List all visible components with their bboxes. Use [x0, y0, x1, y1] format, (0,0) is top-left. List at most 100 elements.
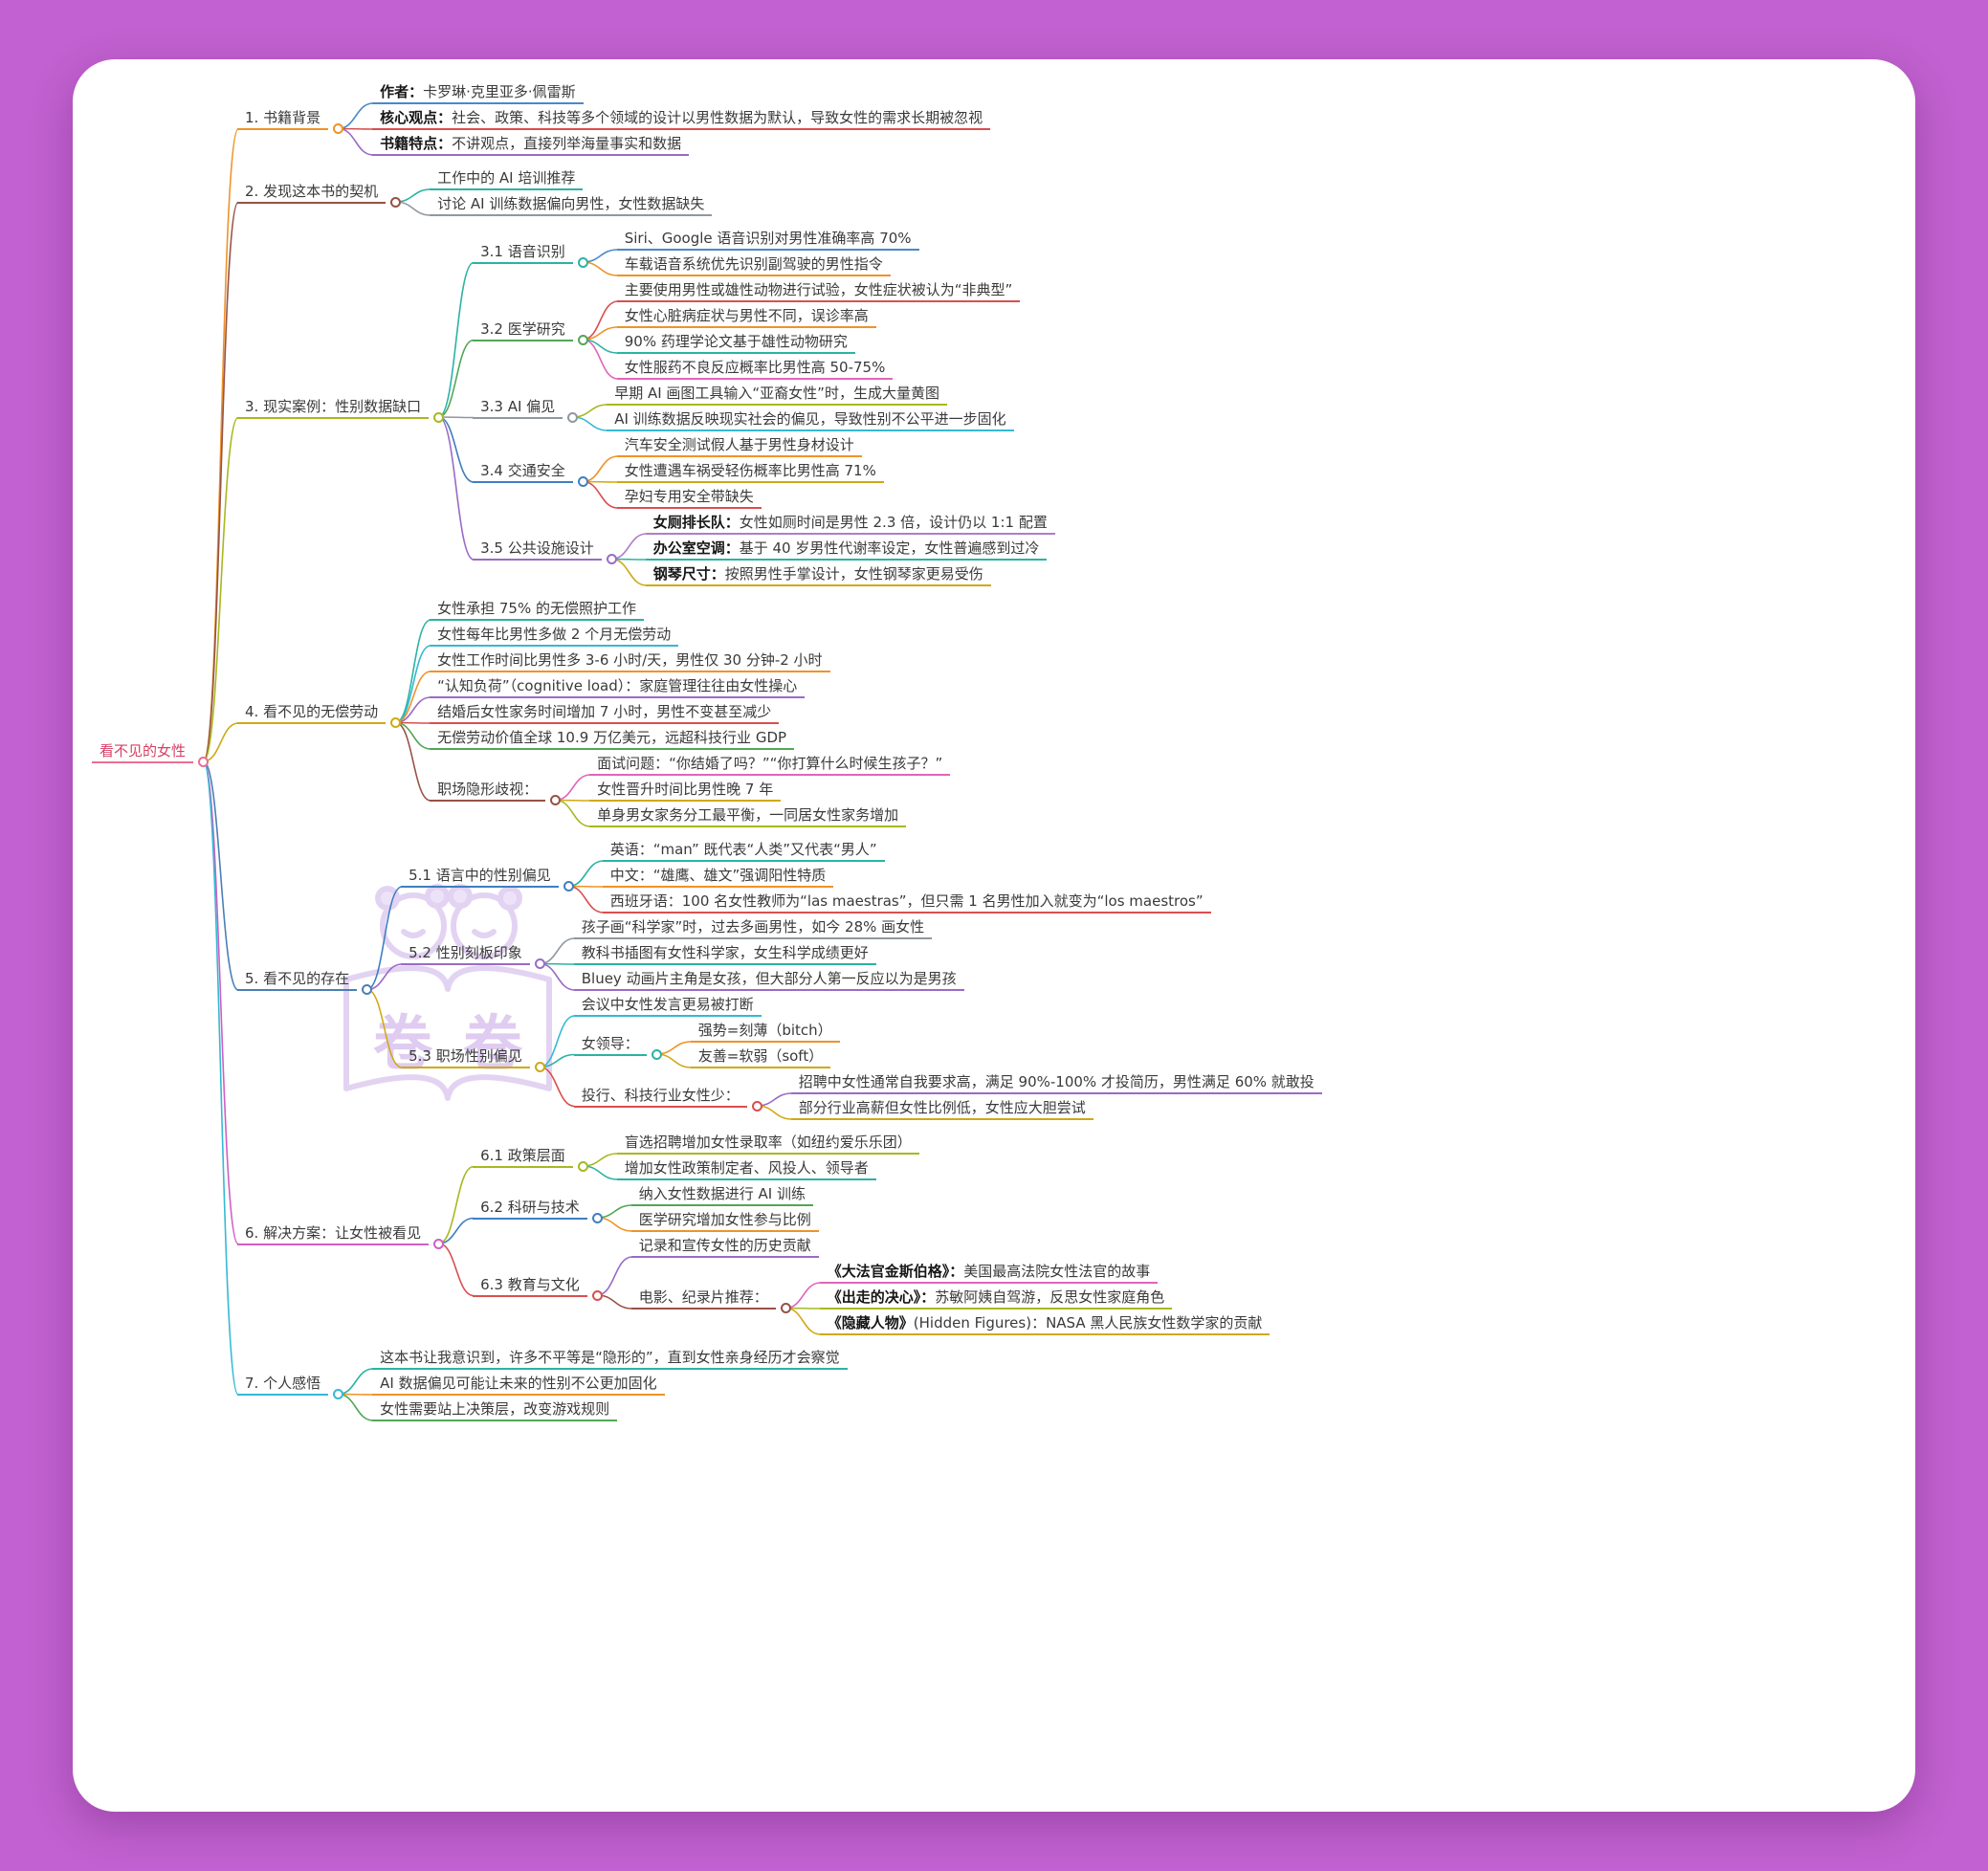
- mindmap-node[interactable]: 3. 现实案例：性别数据缺口: [237, 397, 445, 423]
- collapse-handle[interactable]: [606, 554, 617, 564]
- mindmap-node[interactable]: 女性晋升时间比男性晚 7 年: [589, 780, 782, 802]
- mindmap-node[interactable]: 无偿劳动价值全球 10.9 万亿美元，远超科技行业 GDP: [430, 728, 795, 750]
- mindmap-node[interactable]: 工作中的 AI 培训推荐: [430, 168, 584, 190]
- mindmap-node[interactable]: 这本书让我意识到，许多不平等是“隐形的”，直到女性亲身经历才会察觉: [372, 1348, 848, 1370]
- mindmap-node[interactable]: 书籍特点：不讲观点，直接列举海量事实和数据: [372, 134, 690, 156]
- mindmap-node[interactable]: 汽车安全测试假人基于男性身材设计: [616, 435, 862, 457]
- mindmap-node[interactable]: 6.1 政策层面: [473, 1146, 588, 1172]
- collapse-handle[interactable]: [751, 1100, 762, 1112]
- mindmap-node[interactable]: 早期 AI 画图工具输入“亚裔女性”时，生成大量黄图: [607, 384, 947, 406]
- mindmap-node[interactable]: 车载语音系统优先识别副驾驶的男性指令: [616, 254, 891, 276]
- root-topic[interactable]: 看不见的女性: [92, 741, 210, 767]
- mindmap-node[interactable]: 孕妇专用安全带缺失: [616, 487, 762, 509]
- mindmap-node[interactable]: 3.3 AI 偏见: [473, 397, 579, 423]
- collapse-handle[interactable]: [577, 1160, 588, 1172]
- collapse-handle[interactable]: [780, 1303, 791, 1313]
- mindmap-node[interactable]: 招聘中女性通常自我要求高，满足 90%-100% 才投简历，男性满足 60% 就…: [790, 1072, 1322, 1094]
- mindmap-node[interactable]: 中文：“雄鹰、雄文”强调阳性特质: [602, 866, 834, 888]
- mindmap-node[interactable]: 增加女性政策制定者、风投人、领导者: [616, 1158, 876, 1180]
- mindmap-node[interactable]: 结婚后女性家务时间增加 7 小时，男性不变甚至减少: [430, 702, 780, 724]
- mindmap-node[interactable]: 女性每年比男性多做 2 个月无偿劳动: [430, 625, 679, 647]
- mindmap-node[interactable]: Siri、Google 语音识别对男性准确率高 70%: [616, 229, 919, 251]
- collapse-handle[interactable]: [591, 1289, 603, 1301]
- collapse-handle[interactable]: [390, 196, 402, 208]
- mindmap-node[interactable]: 3.1 语音识别: [473, 242, 588, 268]
- mindmap-node[interactable]: “认知负荷”（cognitive load）：家庭管理往往由女性操心: [430, 676, 806, 698]
- mindmap-node[interactable]: 5.3 职场性别偏见: [401, 1046, 545, 1072]
- mindmap-node[interactable]: 女性承担 75% 的无偿照护工作: [430, 599, 644, 621]
- mindmap-node[interactable]: 讨论 AI 训练数据偏向男性，女性数据缺失: [430, 194, 713, 216]
- collapse-handle[interactable]: [433, 1238, 445, 1249]
- collapse-handle[interactable]: [577, 476, 588, 487]
- mindmap-node[interactable]: 作者：卡罗琳·克里亚多·佩雷斯: [372, 82, 584, 104]
- mindmap-node[interactable]: 女性需要站上决策层，改变游戏规则: [372, 1399, 618, 1421]
- collapse-handle[interactable]: [651, 1048, 662, 1060]
- mindmap-node[interactable]: 《隐藏人物》(Hidden Figures)：NASA 黑人民族女性数学家的贡献: [819, 1313, 1270, 1335]
- collapse-handle[interactable]: [333, 1389, 344, 1399]
- mindmap-node[interactable]: 主要使用男性或雄性动物进行试验，女性症状被认为“非典型”: [616, 280, 1021, 302]
- mindmap-node[interactable]: 6. 解决方案：让女性被看见: [237, 1223, 445, 1249]
- mindmap-node[interactable]: 教科书插图有女性科学家，女生科学成绩更好: [573, 943, 876, 965]
- mindmap-node[interactable]: AI 训练数据反映现实社会的偏见，导致性别不公平进一步固化: [607, 409, 1014, 431]
- mindmap-node[interactable]: 5. 看不见的存在: [237, 969, 373, 995]
- collapse-handle[interactable]: [550, 795, 562, 805]
- mindmap-node[interactable]: 记录和宣传女性的历史贡献: [630, 1236, 819, 1258]
- collapse-handle[interactable]: [534, 1062, 545, 1072]
- mindmap-node[interactable]: 女性遭遇车祸受轻伤概率比男性高 71%: [616, 461, 884, 483]
- mindmap-node[interactable]: 女性心脏病症状与男性不同，误诊率高: [616, 306, 876, 328]
- node-text: 纳入女性数据进行 AI 训练: [638, 1185, 806, 1202]
- mindmap-node[interactable]: Bluey 动画片主角是女孩，但大部分人第一反应以为是男孩: [573, 969, 964, 991]
- node-text: 车载语音系统优先识别副驾驶的男性指令: [624, 255, 883, 273]
- mindmap-node[interactable]: 3.2 医学研究: [473, 319, 588, 345]
- mindmap-node[interactable]: 单身男女家务分工最平衡，一同居女性家务增加: [589, 805, 907, 827]
- mindmap-node[interactable]: 1. 书籍背景: [237, 108, 344, 134]
- mindmap-node[interactable]: 6.3 教育与文化: [473, 1275, 603, 1301]
- mindmap-node[interactable]: 90% 药理学论文基于雄性动物研究: [616, 332, 855, 354]
- collapse-handle[interactable]: [567, 411, 579, 423]
- mindmap-node[interactable]: 办公室空调：基于 40 岁男性代谢率设定，女性普遍感到过冷: [645, 539, 1048, 561]
- mindmap-node[interactable]: 英语：“man” 既代表“人类”又代表“男人”: [602, 840, 885, 862]
- collapse-handle[interactable]: [563, 881, 574, 891]
- mindmap-node[interactable]: 5.1 语言中的性别偏见: [401, 866, 574, 891]
- mindmap-node[interactable]: 电影、纪录片推荐：: [630, 1288, 791, 1313]
- mindmap-node[interactable]: 3.4 交通安全: [473, 461, 588, 487]
- collapse-handle[interactable]: [362, 984, 373, 995]
- mindmap-node[interactable]: 女领导：: [573, 1034, 662, 1060]
- mindmap-node[interactable]: 4. 看不见的无偿劳动: [237, 702, 402, 728]
- mindmap-node[interactable]: 6.2 科研与技术: [473, 1198, 603, 1223]
- collapse-handle[interactable]: [333, 123, 344, 134]
- mindmap-node[interactable]: 2. 发现这本书的契机: [237, 182, 402, 208]
- mindmap-node[interactable]: 部分行业高薪但女性比例低，女性应大胆尝试: [790, 1098, 1093, 1120]
- mindmap-node[interactable]: 纳入女性数据进行 AI 训练: [630, 1184, 813, 1206]
- mindmap-node[interactable]: 西班牙语：100 名女性教师为“las maestras”，但只需 1 名男性加…: [602, 891, 1211, 913]
- mindmap-node[interactable]: 女性工作时间比男性多 3-6 小时/天，男性仅 30 分钟-2 小时: [430, 650, 830, 672]
- mindmap-node[interactable]: 会议中女性发言更易被打断: [573, 995, 762, 1017]
- collapse-handle[interactable]: [577, 256, 588, 268]
- collapse-handle[interactable]: [534, 958, 545, 969]
- mindmap-node[interactable]: 核心观点：社会、政策、科技等多个领域的设计以男性数据为默认，导致女性的需求长期被…: [372, 108, 991, 130]
- mindmap-node[interactable]: 医学研究增加女性参与比例: [630, 1210, 819, 1232]
- mindmap-node[interactable]: 3.5 公共设施设计: [473, 539, 617, 564]
- mindmap-node[interactable]: 职场隐形歧视：: [430, 780, 562, 805]
- mindmap-node[interactable]: 投行、科技行业女性少：: [573, 1086, 762, 1112]
- mindmap-node[interactable]: 面试问题：“你结婚了吗？”“你打算什么时候生孩子？”: [589, 754, 951, 776]
- mindmap-node[interactable]: 女厕排长队：女性如厕时间是男性 2.3 倍，设计仍以 1:1 配置: [645, 513, 1055, 535]
- mindmap-node[interactable]: 《出走的决心》：苏敏阿姨自驾游，反思女性家庭角色: [819, 1288, 1173, 1310]
- collapse-handle[interactable]: [390, 717, 402, 728]
- mindmap-node[interactable]: 女性服药不良反应概率比男性高 50-75%: [616, 358, 894, 380]
- collapse-handle[interactable]: [577, 334, 588, 345]
- collapse-handle[interactable]: [433, 411, 445, 423]
- mindmap-node[interactable]: 钢琴尺寸：按照男性手掌设计，女性钢琴家更易受伤: [645, 564, 991, 586]
- mindmap-node[interactable]: 盲选招聘增加女性录取率（如纽约爱乐乐团）: [616, 1133, 919, 1155]
- mindmap-subtree: 强势=刻薄（bitch）: [690, 1021, 840, 1043]
- collapse-handle[interactable]: [198, 756, 210, 767]
- mindmap-node[interactable]: 友善=软弱（soft）: [690, 1046, 831, 1068]
- mindmap-node[interactable]: 5.2 性别刻板印象: [401, 943, 545, 969]
- mindmap-node[interactable]: 《大法官金斯伯格》：美国最高法院女性法官的故事: [819, 1262, 1159, 1284]
- mindmap-node[interactable]: 孩子画“科学家”时，过去多画男性，如今 28% 画女性: [573, 917, 933, 939]
- mindmap-node[interactable]: 强势=刻薄（bitch）: [690, 1021, 840, 1043]
- mindmap-node[interactable]: 7. 个人感悟: [237, 1374, 344, 1399]
- mindmap-node[interactable]: AI 数据偏见可能让未来的性别不公更加固化: [372, 1374, 665, 1396]
- collapse-handle[interactable]: [591, 1212, 603, 1223]
